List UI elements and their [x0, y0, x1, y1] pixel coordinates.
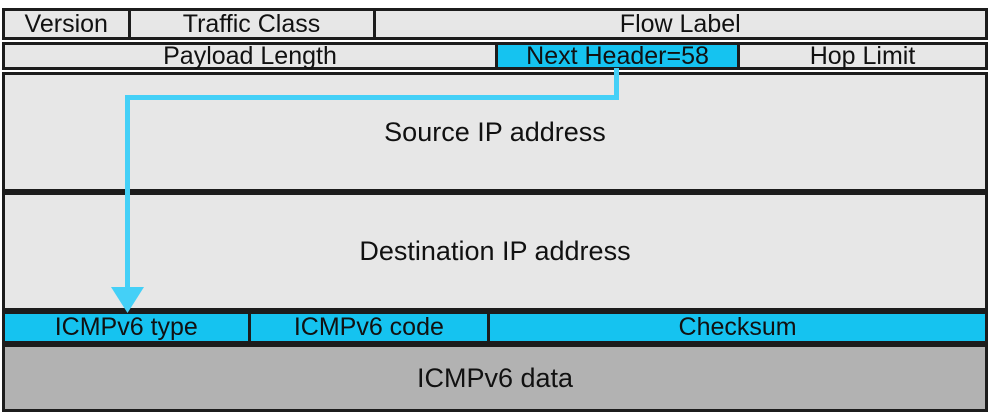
packet-header-table: Version Traffic Class Flow Label Payload…	[2, 8, 988, 412]
field-source-ip: Source IP address	[384, 116, 606, 147]
field-traffic-class: Traffic Class	[127, 11, 373, 37]
field-icmpv6-data: ICMPv6 data	[416, 362, 574, 393]
field-payload-length: Payload Length	[163, 41, 337, 70]
ipv6-row-destination: Destination IP address	[2, 192, 988, 311]
field-hop-limit: Hop Limit	[737, 43, 985, 68]
icmpv6-header-row: ICMPv6 type ICMPv6 code Checksum	[2, 311, 988, 344]
field-flow-label: Flow Label	[372, 11, 986, 37]
field-next-header: Next Header=58	[495, 43, 738, 68]
field-icmpv6-type: ICMPv6 type	[5, 314, 248, 341]
field-version: Version	[24, 9, 108, 38]
ipv6-row-1: Version Traffic Class Flow Label	[2, 8, 988, 40]
field-destination-ip: Destination IP address	[359, 236, 631, 266]
ipv6-row-2: Payload Length Next Header=58 Hop Limit	[2, 42, 988, 70]
field-icmpv6-checksum: Checksum	[487, 314, 985, 341]
icmpv6-data-row: ICMPv6 data	[2, 344, 988, 412]
field-icmpv6-code: ICMPv6 code	[247, 314, 488, 341]
ipv6-row-source: Source IP address	[2, 72, 988, 192]
